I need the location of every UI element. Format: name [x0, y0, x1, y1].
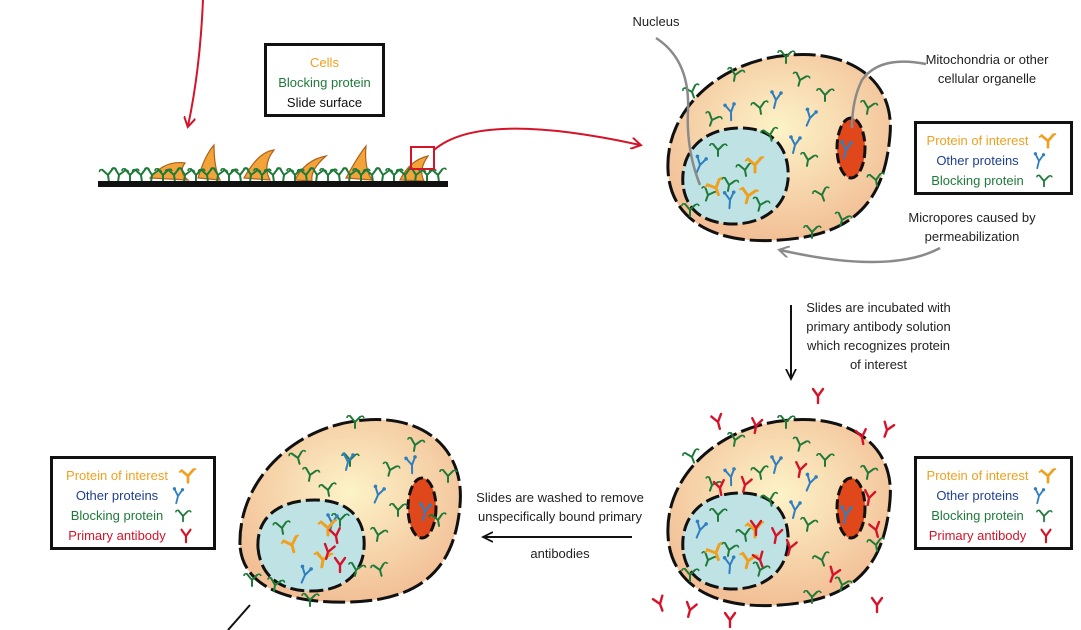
legend-top: Protein of interest Other proteins Block…: [914, 121, 1073, 195]
legend-blocking: Blocking protein: [278, 75, 371, 90]
legend-br-ab: Primary antibody: [917, 526, 1070, 546]
incoming-red-arrow: [188, 0, 204, 126]
primary-antibody-icon: [180, 528, 192, 544]
nucleus-label: Nucleus: [632, 14, 680, 29]
outgoing-line: [227, 604, 251, 630]
micropore-callout-arrow: [780, 248, 941, 264]
primary-antibody-icon: [723, 611, 737, 629]
organelle-top: [835, 116, 867, 180]
wash-line2: unspecifically bound primary: [477, 509, 643, 524]
primary-antibody-icon: [878, 420, 896, 440]
blocking-protein-icon: [1035, 174, 1053, 188]
nucleus-bottom-right: [681, 491, 790, 591]
legend-br-poi: Protein of interest: [917, 466, 1070, 486]
cell-top-right: [666, 52, 892, 243]
wash-label: Slides are washed to remove unspecifical…: [470, 488, 650, 563]
legend-cells: Cells: [310, 55, 339, 70]
other-protein-icon: [1032, 152, 1046, 170]
legend-bl-block: Blocking protein: [53, 506, 213, 526]
zoom-red-arrow: [433, 127, 640, 151]
slide-cells: [148, 143, 430, 182]
other-protein-icon: [1032, 487, 1046, 505]
legend-bottom-right: Protein of interest Other proteins Block…: [914, 456, 1073, 550]
nucleus-bottom-left: [256, 498, 366, 593]
wash-line3: antibodies: [530, 546, 590, 561]
legend-bl-ab: Primary antibody: [53, 526, 213, 546]
primary-antibody-icon: [682, 600, 698, 620]
incubation-line4: of interest: [849, 357, 908, 372]
primary-antibody-icon: [870, 596, 884, 614]
micropore-label: Micropores caused by permeabilization: [898, 208, 1046, 246]
blocking-protein-icon: [175, 509, 193, 523]
nucleus-callout-line: [655, 36, 702, 186]
primary-antibody-icon: [651, 594, 669, 614]
legend-bottom-left: Protein of interest Other proteins Block…: [50, 456, 216, 550]
micropore-label-line2: permeabilization: [924, 229, 1020, 244]
incubation-label: Slides are incubated with primary antibo…: [796, 298, 961, 374]
incubation-line1: Slides are incubated with: [806, 300, 951, 315]
organelle-label-line1: Mitochondria or other: [925, 52, 1049, 67]
nucleus-top: [681, 126, 790, 226]
organelle-label-line2: cellular organelle: [937, 71, 1037, 86]
wash-line1: Slides are washed to remove: [476, 490, 644, 505]
protein-of-interest-icon: [1038, 467, 1058, 484]
legend-top-block: Blocking protein: [917, 171, 1070, 191]
primary-antibody-icon: [811, 387, 825, 405]
slide-legend-box: Cells Blocking protein Slide surface: [264, 43, 385, 117]
incubation-line2: primary antibody solution: [806, 319, 951, 334]
other-protein-icon: [172, 487, 186, 505]
legend-bl-poi: Protein of interest: [53, 466, 213, 486]
legend-top-other: Other proteins: [917, 151, 1070, 171]
slide-surface: [98, 181, 448, 187]
zoom-highlight-box: [410, 146, 435, 170]
primary-antibody-icon: [710, 412, 726, 432]
blocking-protein-icon: [1035, 509, 1053, 523]
incubation-line3: which recognizes protein: [806, 338, 951, 353]
legend-br-block: Blocking protein: [917, 506, 1070, 526]
primary-antibody-icon: [1040, 528, 1052, 544]
micropore-label-line1: Micropores caused by: [908, 210, 1036, 225]
slide-blocking-proteins: [98, 166, 449, 184]
organelle-label: Mitochondria or other cellular organelle: [912, 50, 1062, 88]
cell-bottom-right: [666, 417, 892, 608]
legend-bl-other: Other proteins: [53, 486, 213, 506]
legend-top-poi: Protein of interest: [917, 131, 1070, 151]
protein-of-interest-icon: [177, 467, 198, 484]
legend-surface: Slide surface: [286, 95, 363, 110]
protein-of-interest-icon: [1038, 132, 1058, 149]
cell-bottom-left: [238, 418, 462, 604]
legend-br-other: Other proteins: [917, 486, 1070, 506]
organelle-callout-line: [850, 60, 927, 129]
